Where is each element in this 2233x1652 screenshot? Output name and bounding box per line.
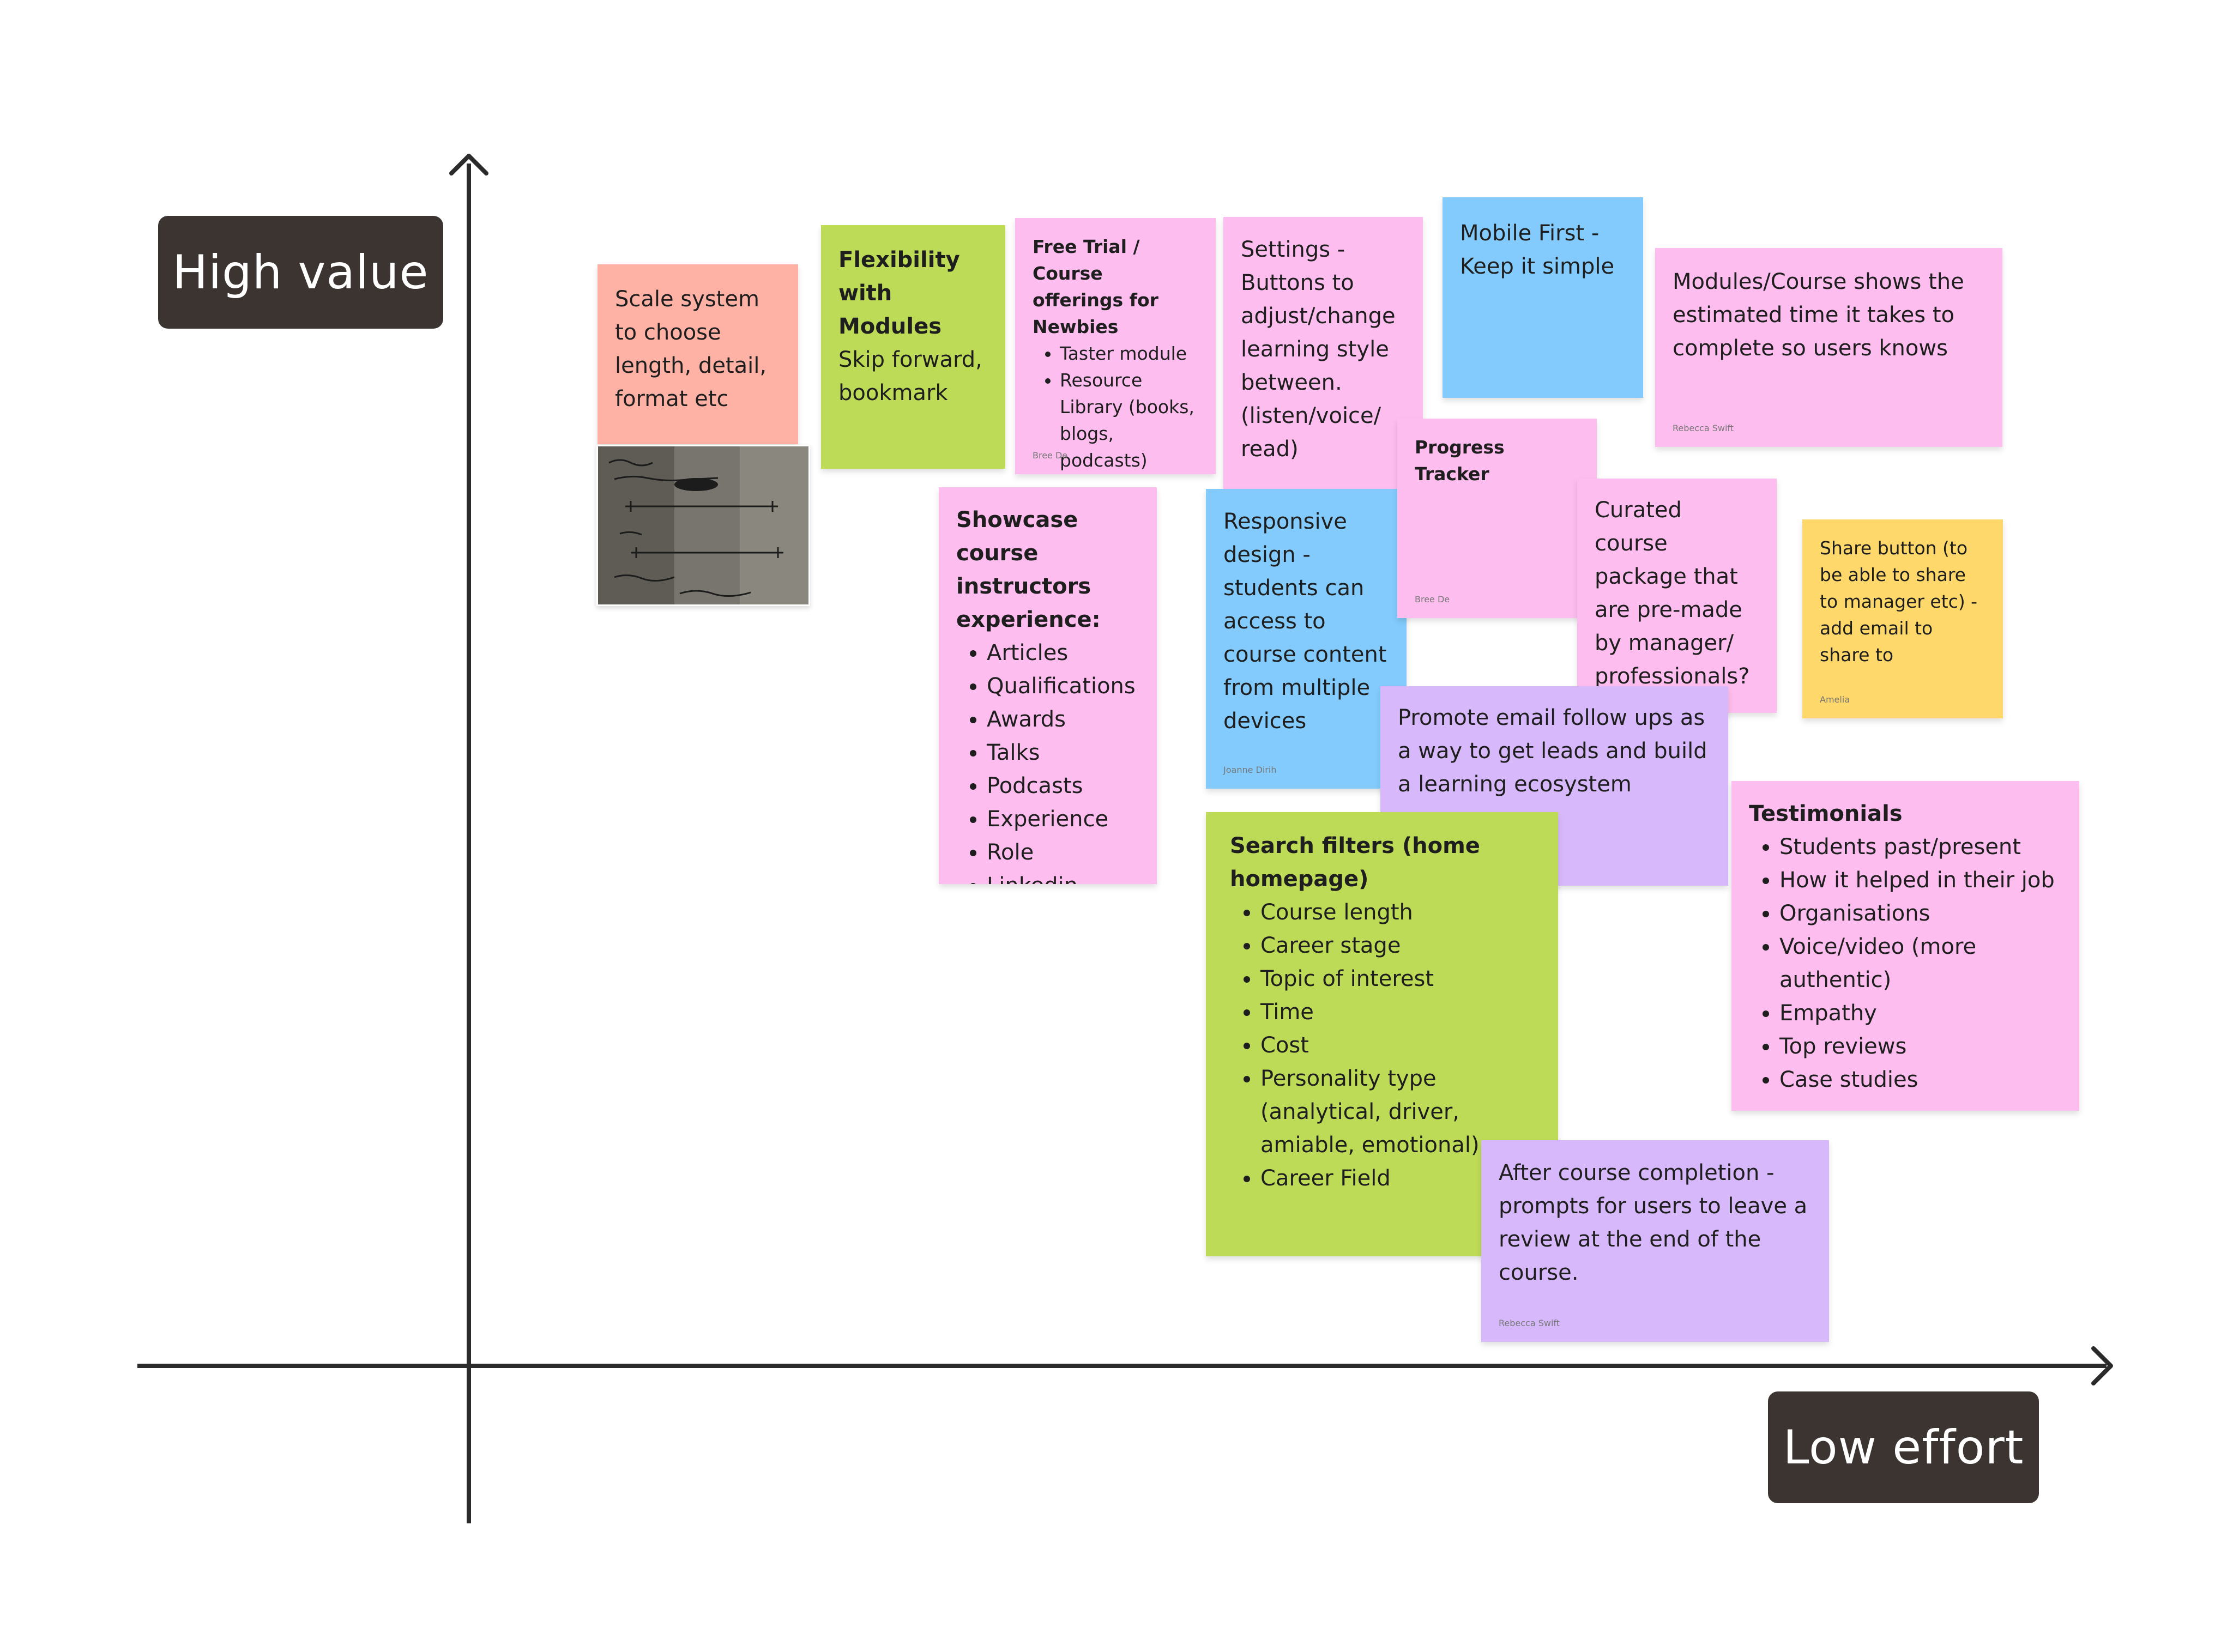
sketch-image (598, 446, 808, 604)
note-author: Bree De (1415, 594, 1450, 605)
sticky-note-responsive-design[interactable]: Responsive design - students can access … (1206, 489, 1407, 789)
list-item: Top reviews (1779, 1030, 2062, 1063)
note-title: Testimonials (1749, 797, 2062, 831)
list-item: Cost (1260, 1029, 1541, 1062)
note-text: Mobile First - Keep it simple (1460, 217, 1626, 283)
list-item: Course length (1260, 896, 1541, 929)
sticky-note-modules-estimated-time[interactable]: Modules/Course shows the estimated time … (1655, 248, 2002, 447)
sticky-note-mobile-first[interactable]: Mobile First - Keep it simple (1443, 197, 1643, 398)
note-text: After course completion - prompts for us… (1499, 1157, 1812, 1290)
list-item: Qualifications (987, 670, 1139, 703)
list-item: Resource Library (books, blogs, podcasts… (1060, 367, 1198, 474)
note-text: Curated course package that are pre-made… (1595, 494, 1759, 693)
note-text: Responsive design - students can access … (1223, 505, 1389, 738)
list-item: Voice/video (more authentic) (1779, 930, 2062, 997)
note-title: Progress Tracker (1415, 434, 1579, 487)
sticky-note-flexibility-modules[interactable]: Flexibility with Modules Skip forward, b… (821, 225, 1005, 469)
note-title: Free Trial / Course offerings for Newbie… (1033, 233, 1198, 340)
list-item: Taster module (1060, 340, 1198, 367)
list-item: Linkedin (987, 869, 1139, 884)
list-item: Role (987, 836, 1139, 869)
note-title: Showcase course instructors experience: (956, 504, 1139, 637)
list-item: Topic of interest (1260, 963, 1541, 996)
list-item: Case studies (1779, 1063, 2062, 1097)
sticky-note-settings[interactable]: Settings - Buttons to adjust/change lear… (1223, 217, 1423, 489)
note-author: Rebecca Swift (1673, 423, 1734, 434)
list-item: Awards (987, 703, 1139, 736)
note-author: Bree De (1033, 450, 1067, 461)
note-author: Amelia (1820, 694, 1850, 705)
note-list: Students past/present How it helped in t… (1749, 831, 2062, 1097)
sticky-note-testimonials[interactable]: Testimonials Students past/present How i… (1731, 781, 2079, 1111)
list-item: Articles (987, 637, 1139, 670)
sticky-note-curated-course-package[interactable]: Curated course package that are pre-made… (1577, 479, 1777, 713)
note-text: Settings - Buttons to adjust/change lear… (1241, 233, 1405, 466)
list-item: Time (1260, 996, 1541, 1029)
note-text: Promote email follow ups as a way to get… (1398, 701, 1711, 801)
note-title: Flexibility with Modules (838, 244, 988, 343)
note-title: Search filters (home homepage) (1230, 830, 1541, 896)
note-text: Modules/Course shows the estimated time … (1673, 265, 1985, 365)
sticky-note-progress-tracker[interactable]: Progress Tracker Bree De (1397, 419, 1597, 618)
list-item: Organisations (1779, 897, 2062, 930)
hand-drawn-sketch-photo[interactable] (596, 445, 810, 606)
sticky-note-showcase-instructors[interactable]: Showcase course instructors experience: … (939, 487, 1157, 884)
note-author: Rebecca Swift (1499, 1318, 1560, 1329)
note-list: Articles Qualifications Awards Talks Pod… (956, 637, 1139, 884)
y-axis-label: High value (158, 216, 443, 329)
sticky-note-after-course-completion[interactable]: After course completion - prompts for us… (1481, 1140, 1829, 1342)
note-text: Share button (to be able to share to man… (1820, 535, 1985, 668)
note-text: Skip forward, bookmark (838, 343, 988, 410)
note-text: Scale system to choose length, detail, f… (615, 283, 781, 416)
sticky-note-share-button[interactable]: Share button (to be able to share to man… (1802, 519, 2003, 718)
list-item: Experience (987, 803, 1139, 836)
list-item: How it helped in their job (1779, 864, 2062, 897)
sticky-note-scale-system[interactable]: Scale system to choose length, detail, f… (598, 264, 798, 444)
list-item: Students past/present (1779, 831, 2062, 864)
list-item: Podcasts (987, 770, 1139, 803)
sticky-note-free-trial[interactable]: Free Trial / Course offerings for Newbie… (1015, 218, 1216, 474)
x-axis-label: Low effort (1768, 1391, 2039, 1503)
list-item: Career stage (1260, 929, 1541, 963)
note-author: Joanne Dirih (1223, 765, 1276, 776)
list-item: Empathy (1779, 997, 2062, 1030)
list-item: Talks (987, 736, 1139, 770)
